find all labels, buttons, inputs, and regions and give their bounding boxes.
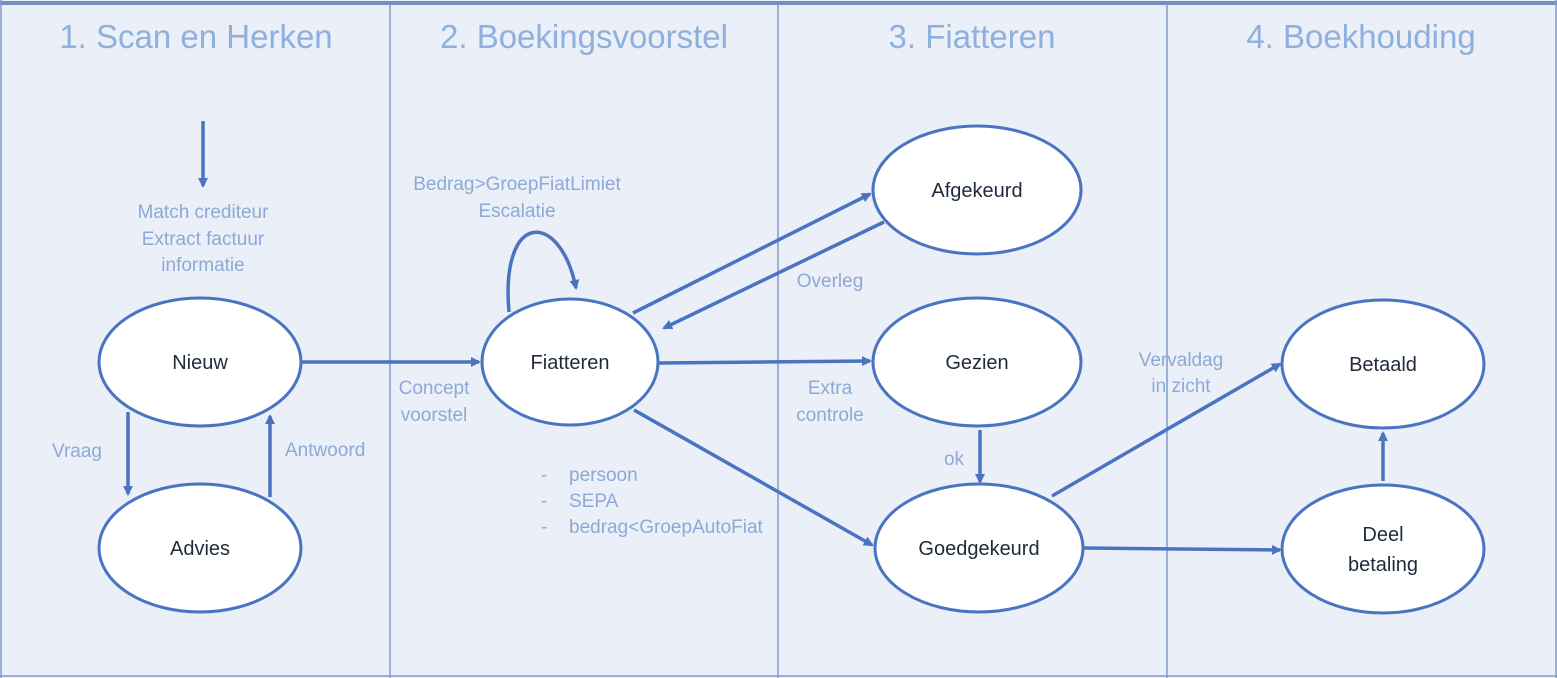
- node-gezien: Gezien: [871, 296, 1083, 428]
- node-deel-betaling-label-2: betaling: [1348, 554, 1418, 576]
- label-match-crediteur: Match crediteur: [138, 202, 270, 223]
- bullet-persoon: -: [541, 465, 547, 486]
- lane-title-fiatteren: 3. Fiatteren: [889, 18, 1056, 55]
- label-vraag: Vraag: [52, 441, 102, 462]
- label-extra: Extra: [808, 378, 853, 399]
- lane-title-scan: 1. Scan en Herken: [59, 18, 332, 55]
- lane-title-boekhouding: 4. Boekhouding: [1246, 18, 1475, 55]
- label-sepa: SEPA: [569, 491, 619, 512]
- node-nieuw-label: Nieuw: [172, 352, 228, 374]
- label-vervaldag: Vervaldag: [1139, 350, 1224, 371]
- label-extract-factuur: Extract factuur: [142, 229, 265, 250]
- node-goedgekeurd: Goedgekeurd: [873, 482, 1085, 614]
- label-concept: Concept: [399, 378, 470, 399]
- label-ok: ok: [944, 449, 965, 470]
- label-controle: controle: [796, 405, 864, 426]
- label-antwoord: Antwoord: [285, 440, 365, 461]
- edge-afgekeurd-fiatteren: [662, 220, 885, 330]
- node-fiatteren: Fiatteren: [480, 297, 660, 427]
- node-advies: Advies: [97, 482, 303, 614]
- label-bedrag-groepautofiat: bedrag<GroepAutoFiat: [569, 517, 764, 538]
- node-deel-betaling-label-1: Deel: [1362, 524, 1403, 546]
- lane-title-boekingsvoorstel: 2. Boekingsvoorstel: [440, 18, 728, 55]
- edge-fiatteren-loop: [506, 230, 580, 313]
- edge-fiatteren-goedgekeurd: [633, 408, 874, 547]
- edge-fiatteren-gezien: [658, 356, 872, 367]
- label-in-zicht: in zicht: [1151, 376, 1211, 397]
- node-goedgekeurd-label: Goedgekeurd: [918, 538, 1039, 560]
- label-voorstel: voorstel: [401, 405, 468, 426]
- node-betaald: Betaald: [1280, 298, 1486, 430]
- label-informatie: informatie: [161, 255, 244, 276]
- node-fiatteren-label: Fiatteren: [531, 352, 610, 374]
- label-persoon: persoon: [569, 465, 638, 486]
- label-overleg: Overleg: [797, 271, 864, 292]
- node-deel-betaling: Deel betaling: [1280, 483, 1486, 615]
- node-advies-label: Advies: [170, 538, 230, 560]
- node-afgekeurd: Afgekeurd: [871, 124, 1083, 256]
- node-afgekeurd-label: Afgekeurd: [931, 180, 1022, 202]
- edge-goedgekeurd-betaald: [1051, 362, 1282, 498]
- bullet-sepa: -: [541, 491, 547, 512]
- label-bedrag-groepfiatlimiet: Bedrag>GroepFiatLimiet: [413, 174, 621, 195]
- edge-fiatteren-afgekeurd: [632, 192, 872, 315]
- edge-goedgekeurd-deelbetaling: [1082, 544, 1282, 555]
- node-nieuw: Nieuw: [97, 296, 303, 428]
- node-betaald-label: Betaald: [1349, 354, 1417, 376]
- label-escalatie: Escalatie: [478, 201, 555, 222]
- node-gezien-label: Gezien: [945, 352, 1008, 374]
- bullet-bedrag-autofiat: -: [541, 517, 547, 538]
